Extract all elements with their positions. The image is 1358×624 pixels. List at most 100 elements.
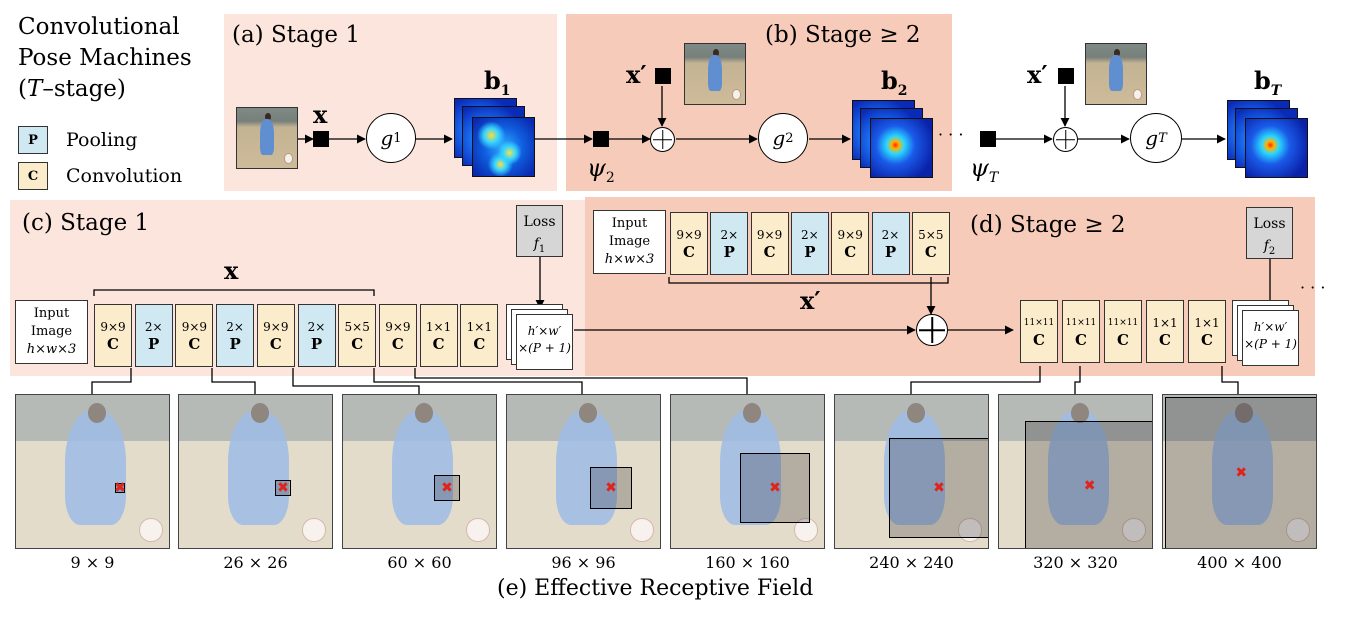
block-type-label: C [844, 242, 857, 261]
block-size-label: 11×11 [1107, 317, 1139, 328]
block-type-label: C [924, 242, 937, 261]
pooling-block: 2×P [790, 212, 829, 275]
erf-thumbnail: ✖ [670, 394, 825, 549]
panel-d-label: (d) Stage ≥ 2 [970, 212, 1126, 238]
keypoint-marker: ✖ [441, 479, 453, 496]
x-node [313, 131, 329, 147]
bT-label: bT [1254, 66, 1282, 99]
x-prime-bracket-label-stage2: x′ [800, 286, 821, 315]
input-image-box-stage2: Input Image h×w×3 [593, 210, 666, 274]
erf-thumbnail: ✖ [342, 394, 497, 549]
block-size-label: 9×9 [181, 319, 208, 334]
block-size-label: 2× [307, 319, 326, 334]
block-type-label: C [473, 334, 486, 353]
receptive-field-box: ✖ [433, 474, 461, 502]
block-size-label: 1×1 [1194, 315, 1220, 330]
psiT-node [980, 131, 996, 147]
erf-size-label: 320 × 320 [1033, 553, 1118, 572]
block-type-label: C [351, 334, 364, 353]
b2-label: b2 [881, 66, 908, 99]
erf-thumbnail: ✖ [1162, 394, 1317, 549]
output-stage2: h′×w′×(P + 1) [1242, 310, 1299, 366]
block-type-label: P [310, 334, 323, 353]
pooling-block: 2×P [871, 212, 910, 275]
erf-thumbnail: ✖ [834, 394, 989, 549]
erf-size-label: 160 × 160 [705, 553, 790, 572]
pooling-block: 2×P [297, 304, 336, 367]
receptive-field-box: ✖ [114, 481, 126, 495]
erf-thumbnail: ✖ [998, 394, 1153, 549]
input-image-stage1 [236, 107, 298, 169]
legend-conv-label: Convolution [66, 165, 183, 187]
panel-a-label: (a) Stage 1 [232, 22, 360, 48]
x-prime-symbol-top: x′ [626, 60, 647, 89]
block-size-label: 9×9 [100, 319, 126, 334]
block-type-label: C [683, 242, 695, 261]
block-type-label: P [148, 334, 160, 353]
pooling-block: 2×P [710, 212, 749, 275]
block-type-label: C [763, 242, 776, 261]
erf-size-label: 240 × 240 [869, 553, 954, 572]
block-size-label: 2× [881, 227, 900, 242]
belief-map-bT [1245, 118, 1308, 178]
sum-node-stageT [1053, 127, 1078, 152]
belief-map-b1 [472, 117, 535, 177]
receptive-field-box: ✖ [888, 437, 988, 539]
block-size-label: 9×9 [676, 227, 702, 242]
block-type-label: C [432, 334, 445, 353]
loss-f2-box: Loss f2 [1246, 207, 1293, 259]
loss-f1-box: Loss f1 [516, 205, 563, 257]
block-type-label: C [1201, 330, 1213, 349]
erf-thumbnail: ✖ [178, 394, 333, 549]
psi2-label: ψ2 [587, 154, 615, 186]
x-prime-node [655, 68, 671, 84]
block-type-label: C [188, 334, 201, 353]
erf-caption: (e) Effective Receptive Field [497, 576, 814, 601]
output-stage1: h′×w′×(P + 1) [516, 314, 573, 370]
sum-node-stage2 [650, 127, 675, 152]
belief-map-b2 [870, 118, 933, 178]
block-type-label: C [107, 334, 119, 353]
legend-title-line3: (T–stage) [18, 76, 126, 102]
block-type-label: C [391, 334, 404, 353]
erf-size-label: 400 × 400 [1197, 553, 1282, 572]
block-size-label: 1×1 [1152, 315, 1178, 330]
pooling-block: 2×P [134, 304, 173, 367]
keypoint-marker: ✖ [933, 480, 945, 496]
x-prime-node-T [1058, 68, 1074, 84]
panel-c-label: (c) Stage 1 [22, 210, 150, 236]
receptive-field-box: ✖ [590, 467, 632, 509]
block-size-label: 5×5 [344, 319, 370, 334]
legend-title-line1: Convolutional [18, 14, 180, 40]
receptive-field-box: ✖ [1164, 396, 1316, 548]
keypoint-marker: ✖ [1083, 477, 1096, 494]
block-size-label: 1×1 [466, 319, 492, 334]
block-type-label: P [884, 242, 897, 261]
receptive-field-box: ✖ [1025, 421, 1152, 548]
erf-size-label: 9 × 9 [70, 553, 115, 572]
keypoint-marker: ✖ [277, 480, 289, 496]
block-size-label: 9×9 [385, 319, 411, 334]
block-size-label: 11×11 [1023, 317, 1055, 328]
legend-title: Convolutional Pose Machines (T–stage) [18, 12, 192, 105]
x-prime-symbol-T: x′ [1027, 60, 1048, 89]
legend-title-line2: Pose Machines [18, 45, 192, 71]
block-size-label: 2× [144, 319, 163, 334]
erf-size-label: 60 × 60 [387, 553, 452, 572]
block-type-label: P [229, 334, 241, 353]
block-type-label: C [1117, 330, 1129, 349]
erf-size-label: 96 × 96 [551, 553, 616, 572]
block-type-label: C [269, 334, 282, 353]
block-type-label: P [723, 242, 735, 261]
